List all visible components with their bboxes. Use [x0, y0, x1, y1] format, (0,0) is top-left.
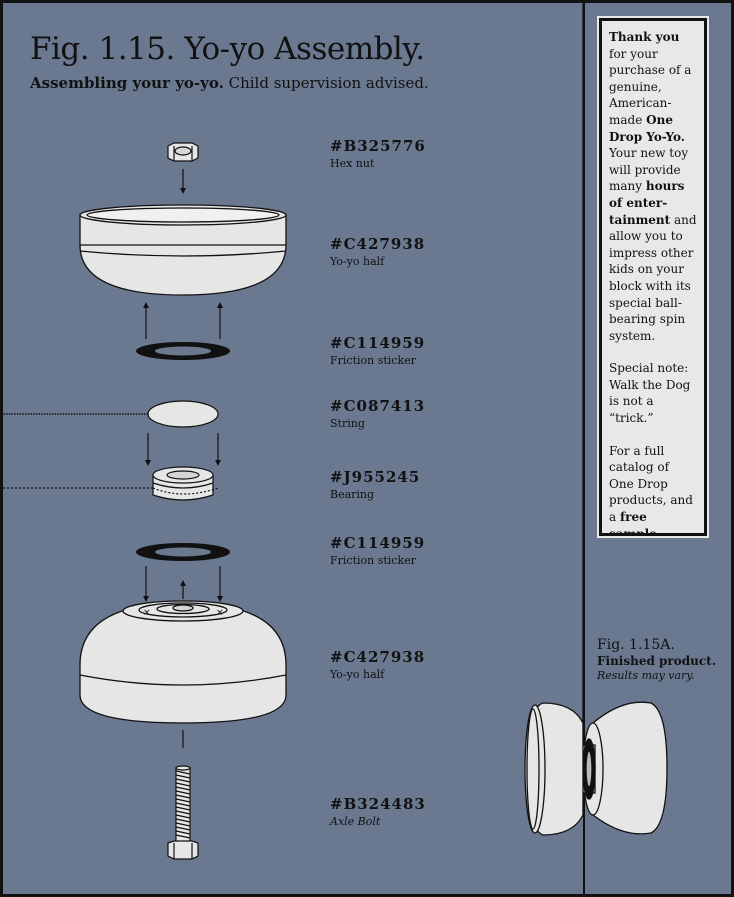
note-text: For a full catalog of One Drop products,… — [609, 443, 693, 525]
part-number: #C114959 — [330, 334, 426, 352]
thank-you-note: Thank you for your purchase of a genuine… — [597, 16, 709, 538]
note-text: Special note: Walk the Dog is not a “tri… — [609, 361, 691, 426]
part-name: Bearing — [330, 488, 375, 501]
figure-title: Fig. 1.15. Yo-yo Assembly. — [30, 31, 425, 67]
friction-sticker-2-drawing — [136, 543, 230, 561]
part-name: Friction sticker — [330, 554, 416, 567]
subtitle-rest: Child supervision advised. — [223, 74, 429, 92]
part-label-string: #C087413 String — [330, 397, 425, 430]
subtitle-bold: Assembling your yo-yo. — [30, 74, 224, 92]
axle-bolt-drawing — [167, 765, 199, 860]
part-number: #B325776 — [330, 137, 426, 155]
string-drawing — [3, 400, 219, 428]
svg-text:×: × — [143, 608, 151, 618]
note-paragraph: Thank you for your purchase of a genuine… — [609, 29, 697, 344]
note-bold-text: Thank you — [609, 30, 680, 44]
part-name: Axle Bolt — [330, 815, 381, 828]
note-bold-text: hours of enter-tainment — [609, 179, 685, 227]
hex-nut-drawing — [167, 142, 199, 162]
note-text: and allow you to impress other kids on y… — [609, 212, 697, 343]
note-paragraph: For a full catalog of One Drop products,… — [609, 443, 697, 536]
part-name: Yo-yo half — [330, 668, 385, 681]
friction-sticker-drawing — [136, 342, 230, 360]
yo-yo-half-top-drawing — [79, 204, 287, 296]
part-label-axle-bolt: #B324483 Axle Bolt — [330, 795, 426, 828]
part-number: #C427938 — [330, 648, 426, 666]
svg-text:×: × — [216, 608, 224, 618]
part-number: #C427938 — [330, 235, 426, 253]
part-number: #J955245 — [330, 468, 421, 486]
finished-note: Results may vary. — [597, 669, 695, 682]
part-label-hex-nut: #B325776 Hex nut — [330, 137, 426, 170]
part-number: #C087413 — [330, 397, 426, 415]
yo-yo-half-bottom-drawing: × × — [79, 600, 287, 724]
part-name: Yo-yo half — [330, 255, 385, 268]
part-name: Friction sticker — [330, 354, 416, 367]
note-text: Your new toy will provide many — [609, 146, 689, 194]
note-text: for your purchase of a genuine, American… — [609, 46, 692, 127]
bearing-drawing — [3, 466, 219, 501]
note-bold-text: free sample sticker, — [609, 510, 657, 536]
part-label-yo-yo-half: #C427938 Yo-yo half — [330, 235, 425, 268]
finished-product-caption: Fig. 1.15A. Finished product. Results ma… — [597, 637, 716, 682]
part-label-yo-yo-half-2: #C427938 Yo-yo half — [330, 648, 425, 681]
part-name: Hex nut — [330, 157, 375, 170]
column-divider — [583, 3, 585, 894]
part-name: String — [330, 417, 365, 430]
exploded-view: × × — [3, 3, 668, 860]
finished-caption: Finished product. — [597, 654, 716, 668]
part-number: #B324483 — [330, 795, 426, 813]
note-paragraph: Special note: Walk the Dog is not a “tri… — [609, 360, 697, 426]
note-bold-text: One Drop Yo-Yo. — [609, 112, 685, 144]
finished-figure-label: Fig. 1.15A. — [597, 637, 675, 653]
part-label-bearing: #J955245 Bearing — [330, 468, 420, 501]
part-label-friction-sticker-2: #C114959 Friction sticker — [330, 534, 425, 567]
figure-subtitle: Assembling your yo-yo. Child supervision… — [30, 74, 429, 92]
part-label-friction-sticker: #C114959 Friction sticker — [330, 334, 425, 367]
finished-yoyo-drawing — [524, 3, 668, 836]
part-number: #C114959 — [330, 534, 426, 552]
